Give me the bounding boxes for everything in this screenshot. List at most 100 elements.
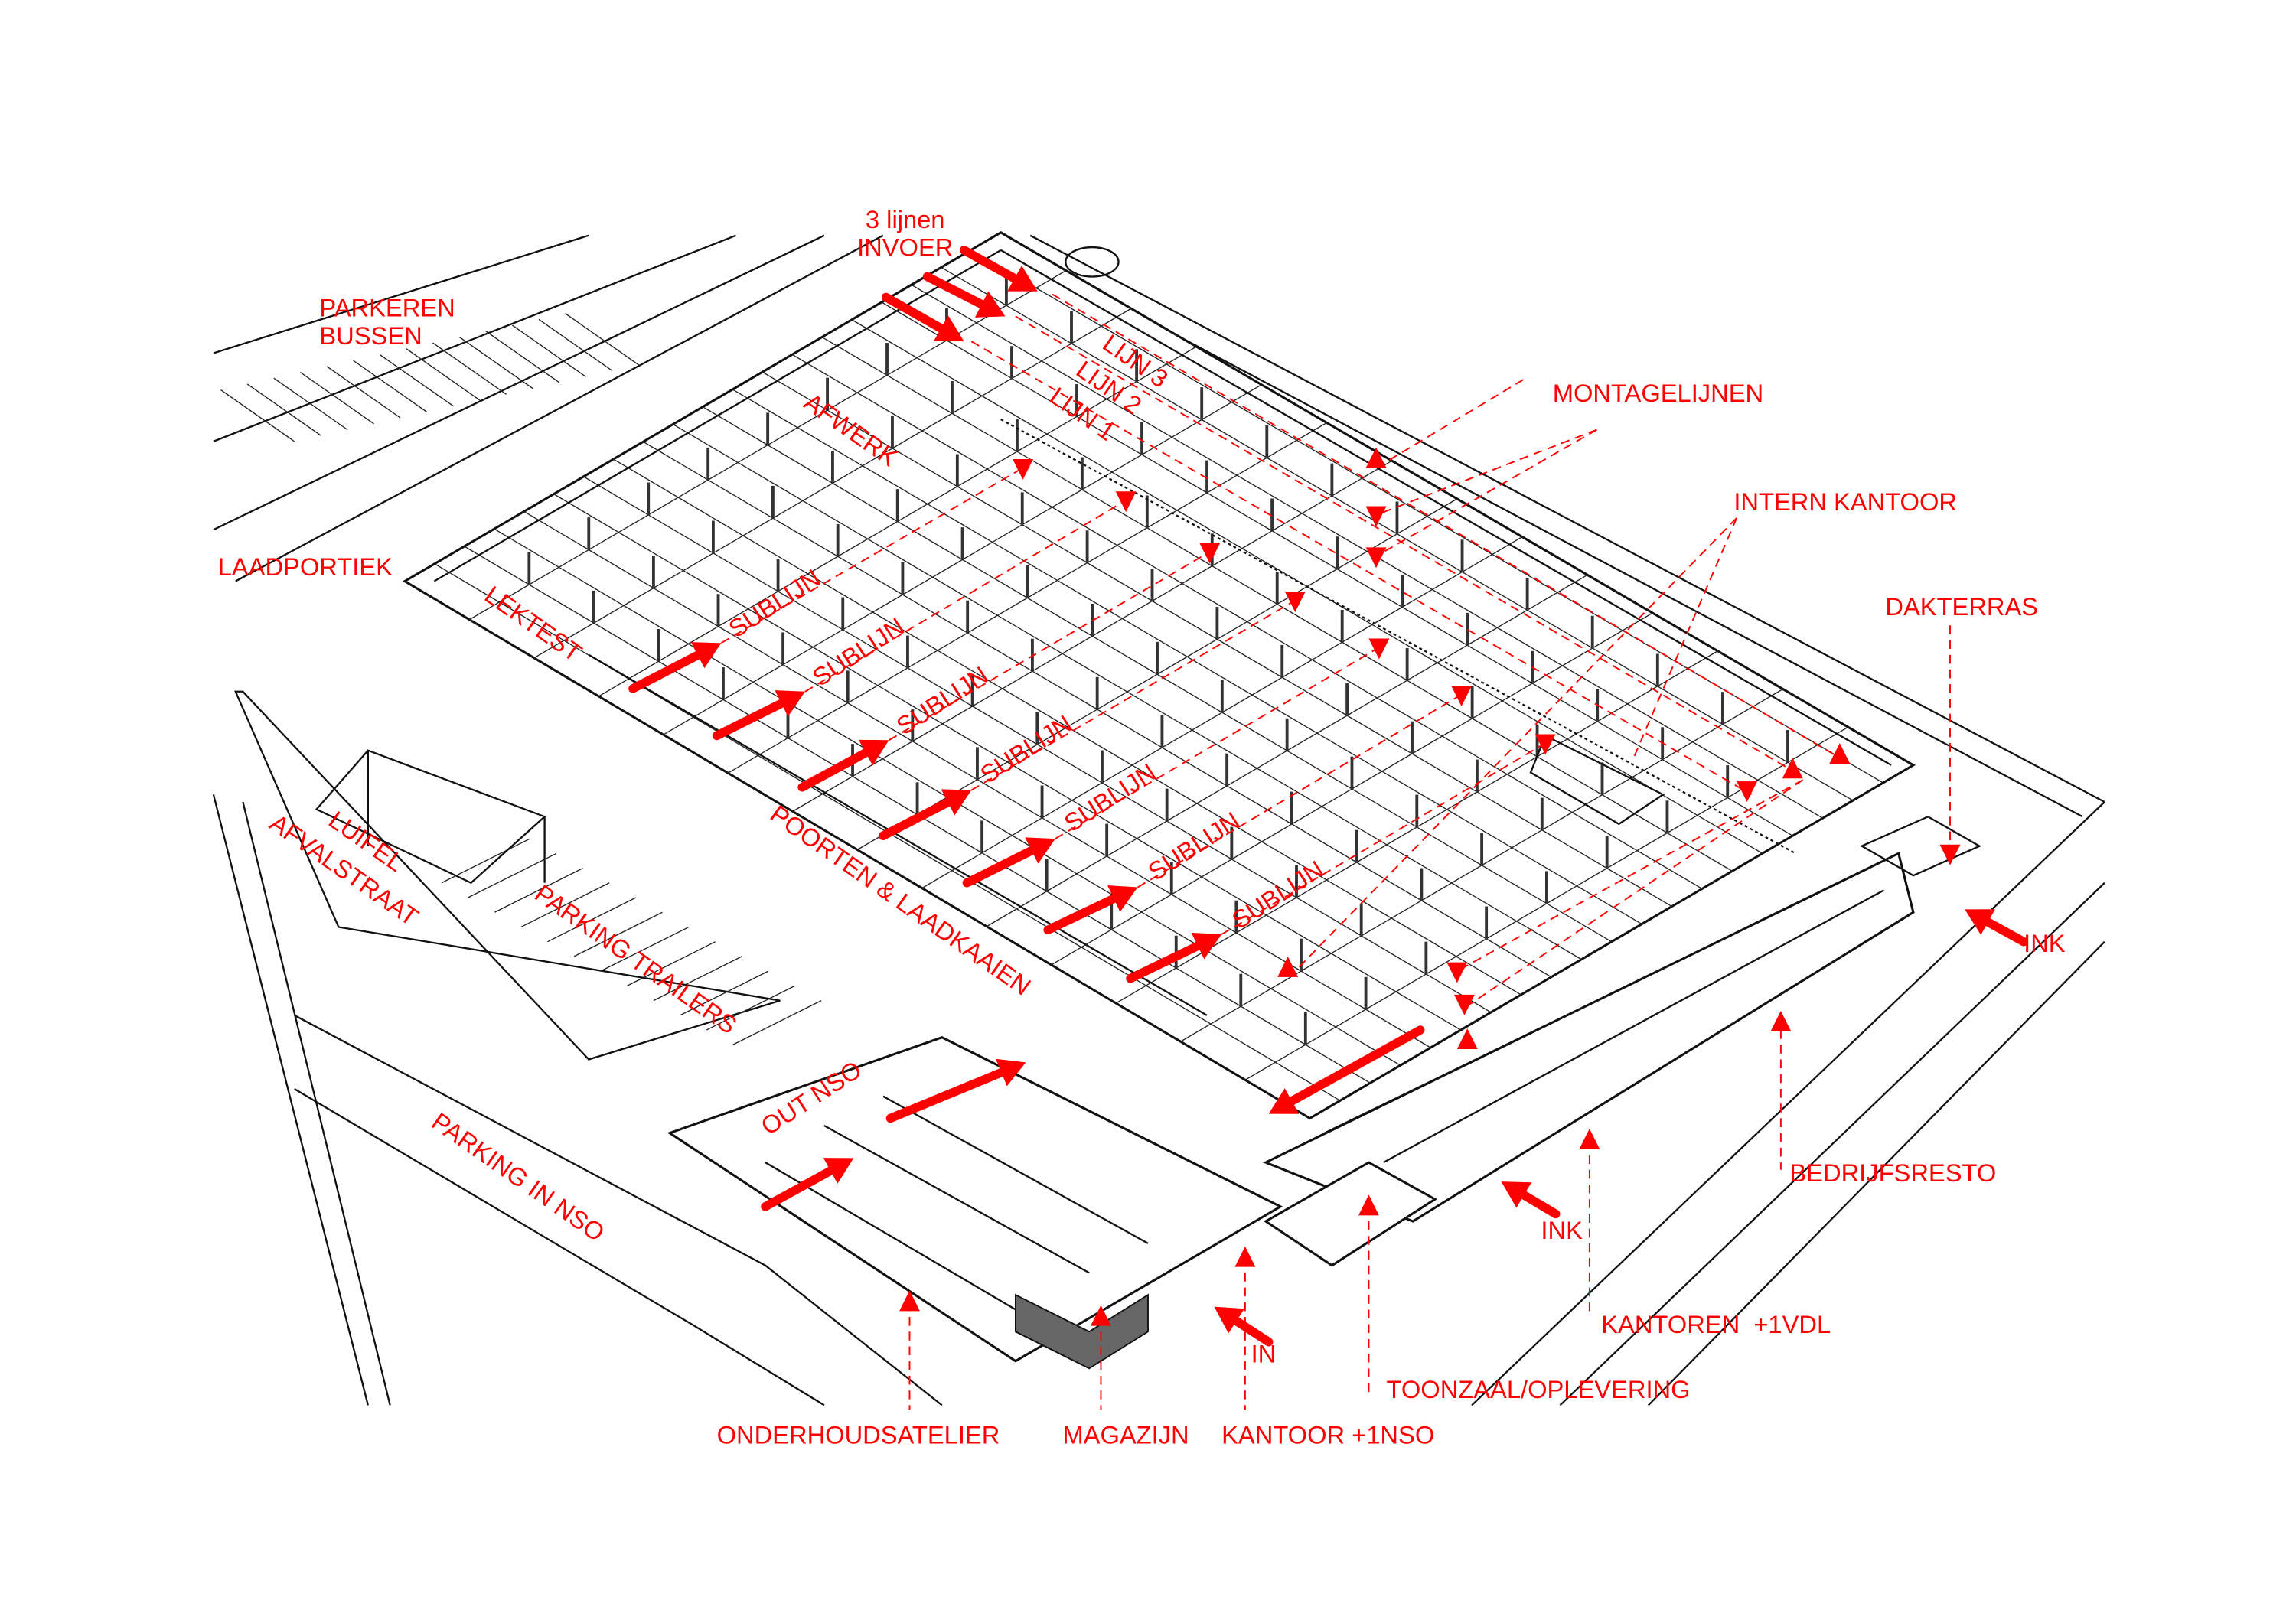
flow-arrow (712, 699, 786, 741)
marker-down-triangle (1365, 547, 1387, 569)
arrow-head (1191, 932, 1222, 960)
parking-stripe (565, 313, 640, 366)
arrow-head (823, 1158, 854, 1184)
flow-arrow (879, 797, 953, 840)
marker-up-triangle (899, 1290, 920, 1312)
flow-arrow (959, 246, 1019, 283)
parking-stripe (600, 926, 690, 972)
parking-stripe (706, 985, 795, 1031)
flow-arrows (628, 246, 2028, 1347)
marker-down-triangle (1451, 686, 1473, 707)
arrow-head (858, 739, 889, 766)
marker-up-triangle (1782, 758, 1803, 779)
parking-stripe (547, 897, 637, 943)
flow-arrow (885, 1067, 1006, 1123)
flow-arrow (1231, 1316, 1274, 1347)
marker-up-triangle (1234, 1246, 1256, 1267)
label-ink-bottom: INK (1541, 1216, 1583, 1244)
label-parkeren: PARKEREN (319, 293, 455, 321)
flow-arrow (1287, 1025, 1425, 1106)
parking-stripe (379, 354, 454, 407)
marker-up-triangle (1365, 447, 1387, 468)
parking-stripe (220, 389, 295, 442)
south-wing-onderhoud (667, 1036, 1283, 1370)
marker-down-triangle (1115, 491, 1137, 513)
label-bedrijfsresto: BEDRIJFSRESTO (1789, 1159, 1996, 1187)
label-kantoor-nso: KANTOOR +1NSO (1221, 1420, 1434, 1449)
marker-up-triangle (1829, 743, 1851, 764)
marker-up-triangle (1358, 1194, 1379, 1216)
flow-arrow (1126, 941, 1202, 983)
flow-arrow (881, 292, 946, 333)
marker-down-triangle (1446, 962, 1468, 983)
marker-down-triangle (1453, 994, 1475, 1015)
office-strip (1263, 734, 1982, 1267)
arrow-head (690, 642, 722, 669)
parking-stripe (485, 331, 560, 383)
parking-stripe (573, 911, 663, 957)
flow-arrow (797, 748, 870, 792)
marker-down-triangle (1939, 844, 1961, 865)
arrow-head (941, 789, 972, 816)
arrow-head (1107, 885, 1138, 912)
label-3-lijnen: 3 lijnen (866, 205, 945, 233)
arrow-head (1214, 1306, 1245, 1334)
grid-line (792, 460, 1392, 812)
parking-stripe (732, 999, 822, 1045)
parking-stripe (273, 377, 348, 431)
marker-up-triangle (1456, 1028, 1478, 1050)
flow-arrow (1519, 1191, 1561, 1219)
label-parking-trailers: PARKING TRAILERS (530, 878, 742, 1039)
parking-stripe (511, 324, 586, 377)
marker-down-triangle (1365, 506, 1387, 527)
parking-stripe (353, 360, 428, 412)
label-montagelijnen: MONTAGELIJNEN (1553, 379, 1763, 407)
label-ink-right: INK (2024, 929, 2066, 957)
label-bussen: BUSSEN (319, 321, 422, 350)
label-magazijn: MAGAZIJN (1062, 1420, 1189, 1449)
parking-stripe (246, 383, 321, 436)
main-assembly-hall (402, 231, 1916, 1120)
marker-down-triangle (1013, 458, 1034, 480)
arrow-head (775, 690, 805, 717)
flow-arrow (1043, 894, 1119, 935)
parking-stripe (680, 970, 769, 1016)
label-invoer: INVOER (857, 233, 953, 262)
arrow-head (1007, 266, 1038, 292)
grid-line (986, 574, 1588, 927)
parking-stripe (520, 882, 610, 928)
flow-arrow (1983, 917, 2028, 947)
parking-stripe (494, 867, 583, 913)
label-dakterras: DAKTERRAS (1885, 592, 2038, 621)
marker-up-triangle (1770, 1011, 1792, 1031)
marker-down-triangle (1199, 543, 1221, 564)
parking-stripe (300, 371, 374, 425)
label-intern-kantoor: INTERN KANTOOR (1733, 487, 1957, 516)
label-onderhoudsatelier: ONDERHOUDSATELIER (717, 1420, 1000, 1449)
marker-up-triangle (1091, 1305, 1111, 1326)
marker-down-triangle (1737, 781, 1758, 803)
arrow-head (996, 1058, 1026, 1087)
flow-arrow (922, 272, 987, 309)
flow-arrow (962, 846, 1036, 888)
arrow-head (1268, 1088, 1300, 1114)
arrow-head (1501, 1181, 1532, 1208)
parking-stripe (538, 318, 613, 372)
grid-line (533, 308, 1132, 659)
leader-lines (720, 293, 1951, 1410)
label-in: IN (1251, 1340, 1277, 1368)
label-laadportiek: LAADPORTIEK (218, 552, 393, 581)
parking-stripe (406, 348, 481, 401)
label-toonzaal: TOONZAAL/OPLEVERING (1387, 1375, 1691, 1403)
parking-stripe (432, 342, 507, 395)
arrow-head (934, 315, 964, 342)
parking-stripe (626, 941, 716, 986)
marker-triangles (899, 447, 1961, 1326)
parking-stripe (441, 838, 530, 884)
arrow-head (1965, 909, 1995, 935)
parking-stripe (468, 852, 557, 898)
marker-down-triangle (1284, 592, 1306, 612)
parking-stripe (326, 366, 401, 419)
flow-arrow (628, 650, 703, 693)
